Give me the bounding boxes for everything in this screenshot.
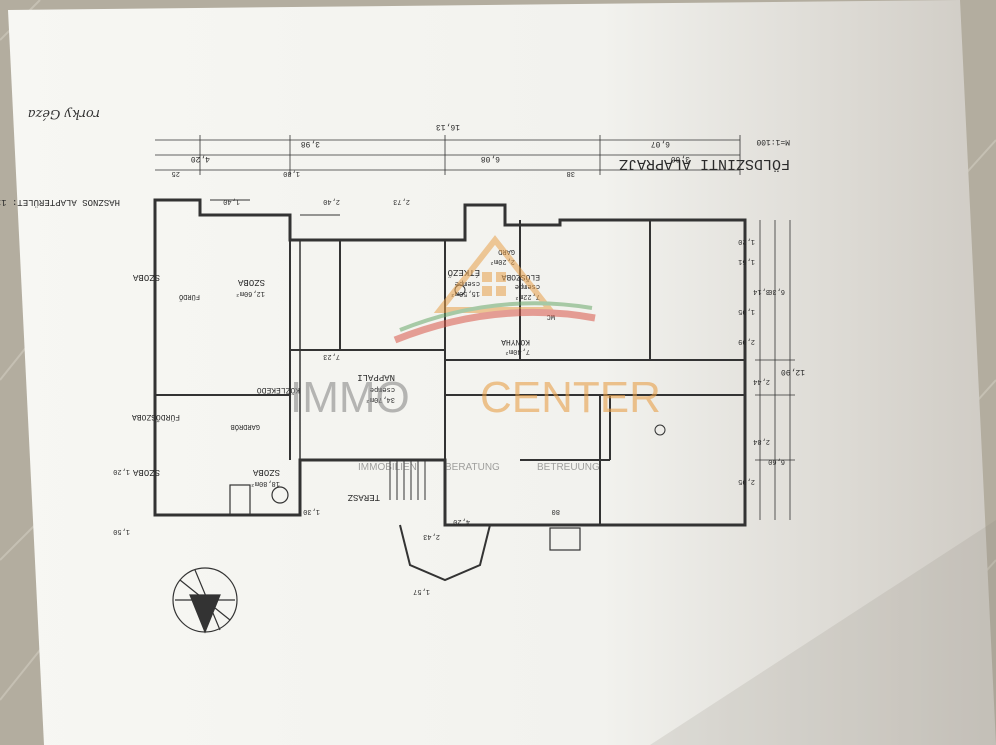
dim-top-1: 16,13 <box>436 122 460 131</box>
plan-title: FÖLDSZINTI ALAPRAJZ <box>619 155 790 173</box>
dim-m5: 2,40 <box>323 197 340 205</box>
room-nappali: NAPPALI <box>357 372 395 382</box>
room-etkezo-area: 15,50m² <box>451 289 480 297</box>
dim-right-3: 6,60 <box>768 457 785 465</box>
signature: rorky Géza <box>28 106 100 121</box>
floor-plan: TERASZ NAPPALI csempe 34,70m² SZOBA 18,8… <box>0 106 805 634</box>
dim-m7: 7,23 <box>323 352 340 360</box>
dim-m6: 1,40 <box>223 197 240 205</box>
watermark-tagline-c: BETREUUNG <box>537 462 600 473</box>
dim-top-8: 38 <box>567 169 575 177</box>
dim-right-1: 12,90 <box>781 367 805 376</box>
room-etkezo: ÉTKEZŐ <box>448 267 480 278</box>
dim-m1: 1,50 <box>113 527 130 535</box>
area-note: HASZNOS ALAPTERÜLET: 117,65m² <box>0 197 120 208</box>
room-furdo-small: FÜRDŐ <box>179 292 200 301</box>
paper-sheet <box>8 0 996 745</box>
north-arrow-icon <box>172 567 238 634</box>
paper-shadow <box>650 520 996 745</box>
room-etkezo-floor: csempe <box>455 279 480 287</box>
dim-m4: 2,73 <box>393 197 410 205</box>
room-szoba-left: SZOBA <box>132 467 160 477</box>
room-konyha: KONYHA <box>501 337 530 346</box>
dim-right-11: 1,20 <box>738 237 755 245</box>
dim-top-6: 3,60 <box>671 154 690 163</box>
room-szoba-bottom-area: 12,60m² <box>236 289 265 297</box>
room-furdoszoba: FÜRDŐSZOBA <box>132 412 180 421</box>
dim-right-8: 1,05 <box>738 307 755 315</box>
dim-right-2: 6,30 <box>768 287 785 295</box>
dim-m3: 2,43 <box>423 532 440 540</box>
watermark-tagline-b: BERATUNG <box>445 462 500 473</box>
dim-m2: 1,20 <box>113 467 130 475</box>
dim-top-3: 3,98 <box>301 139 320 148</box>
room-nappali-area: 34,70m² <box>366 395 395 403</box>
watermark-text: IMMO CENTER IMMOBILIEN BERATUNG BETREUUN… <box>290 373 661 473</box>
room-nappali-floor: csempe <box>370 385 395 393</box>
dim-right-10: 2,05 <box>738 477 755 485</box>
dim-top-2: 6,07 <box>651 139 670 148</box>
dim-top-4: 4,20 <box>191 154 210 163</box>
dim-right-5: 2,44 <box>753 377 770 385</box>
room-garden-area: 2,20m² <box>490 257 515 265</box>
dim-top-7: 1,80 <box>283 169 300 177</box>
dim-right-7: 2,84 <box>753 437 770 445</box>
stairs <box>389 460 426 500</box>
watermark-tagline-a: IMMOBILIEN <box>358 462 417 473</box>
dim-right-9: 1,61 <box>738 257 755 265</box>
room-szoba-top: SZOBA <box>252 467 280 477</box>
room-terasz: TERASZ <box>347 492 380 502</box>
watermark-logo <box>393 235 596 344</box>
room-konyha-area: 7,40m² <box>505 347 530 355</box>
watermark-brand-b: CENTER <box>480 373 661 422</box>
dim-top-5: 6,08 <box>481 154 500 163</box>
dim-m10: 1,57 <box>413 587 430 595</box>
room-szoba-bottom: SZOBA <box>237 277 265 287</box>
dim-right-6: 2,09 <box>738 337 755 345</box>
dim-top-9: 25 <box>172 169 180 177</box>
room-szoba-top-area: 18,80m² <box>251 479 280 487</box>
plan-scale: M=1:100 <box>756 137 790 146</box>
watermark-brand-a: IMMO <box>290 373 410 422</box>
room-gardrob: GARDRÓB <box>231 422 260 432</box>
dim-right-4: 3,14 <box>753 287 770 295</box>
dim-m9: 80 <box>552 507 560 515</box>
room-kozlekedo: KÖZLEKEDŐ <box>257 385 300 394</box>
dim-m8: 1,30 <box>303 507 320 515</box>
dim-m11: 4,20 <box>453 517 470 525</box>
room-szoba-bottom-left: SZOBA <box>132 272 160 282</box>
room-eloszoba-area: 7,22m² <box>515 292 540 300</box>
